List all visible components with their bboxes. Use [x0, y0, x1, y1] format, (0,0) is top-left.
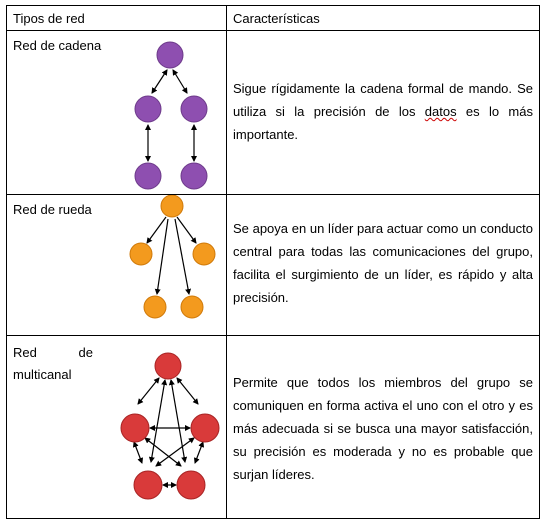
- chain-nodes: [134, 41, 208, 190]
- multichannel-network-diagram: [120, 352, 220, 500]
- multichannel-label-word2: de: [78, 345, 93, 360]
- edge-top-botleft: [148, 379, 168, 463]
- chain-description: Sigue rígidamente la cadena formal de ma…: [233, 81, 533, 142]
- multichannel-node-bottom-right: [176, 470, 206, 500]
- edge-top-right: [172, 69, 188, 94]
- edge-top-left: [151, 69, 168, 94]
- multichannel-label-word3: multicanal: [13, 367, 72, 382]
- multichannel-node-mid-right: [190, 413, 220, 443]
- edge-hub-right: [176, 216, 197, 244]
- header-types: Tipos de red: [6, 5, 227, 31]
- chain-type-cell: Red de cadena: [6, 30, 227, 195]
- multichannel-type-cell: Red de multicanal: [6, 335, 227, 519]
- multichannel-edges: [132, 377, 205, 488]
- edge-top-midright: [176, 377, 199, 405]
- chain-type-label: Red de cadena: [13, 38, 102, 53]
- multichannel-label-word1: Red: [13, 345, 37, 360]
- wheel-nodes: [129, 195, 216, 319]
- edge-midright-botleft: [155, 437, 195, 467]
- multichannel-description: Permite que todos los miembros del grupo…: [233, 375, 533, 482]
- multichannel-type-label: Red de multicanal: [13, 342, 93, 386]
- table-row-chain: Red de cadena: [6, 30, 540, 195]
- multichannel-node-top: [154, 352, 182, 380]
- wheel-edges: [146, 216, 197, 295]
- wheel-node-bottom-left: [143, 295, 167, 319]
- wheel-node-left: [129, 242, 153, 266]
- chain-edges: [145, 69, 197, 162]
- edge-hub-bottom-left: [154, 218, 169, 295]
- wheel-type-label: Red de rueda: [13, 202, 92, 217]
- wheel-node-right: [192, 242, 216, 266]
- wheel-description: Se apoya en un líder para actuar como un…: [233, 221, 533, 305]
- edge-midright-botright: [193, 441, 205, 464]
- edge-hub-bottom-right: [174, 218, 192, 295]
- chain-network-diagram: [134, 41, 208, 190]
- chain-node-mid-right: [180, 95, 208, 123]
- chain-node-bottom-right: [180, 162, 208, 190]
- table-row-wheel: Red de rueda Se apoya en un líder p: [6, 194, 540, 336]
- header-features-label: Características: [233, 11, 320, 26]
- edge-top-midleft: [137, 377, 160, 405]
- edge-midleft-botleft: [132, 441, 144, 464]
- chain-description-cell: Sigue rígidamente la cadena formal de ma…: [226, 30, 540, 195]
- multichannel-node-bottom-left: [133, 470, 163, 500]
- header-types-label: Tipos de red: [13, 11, 85, 26]
- wheel-node-hub: [160, 195, 184, 218]
- multichannel-nodes: [120, 352, 220, 500]
- chain-node-bottom-left: [134, 162, 162, 190]
- multichannel-description-cell: Permite que todos los miembros del grupo…: [226, 335, 540, 519]
- table-row-multichannel: Red de multicanal: [6, 335, 540, 519]
- table-header-row: Tipos de red Características: [6, 5, 540, 31]
- edge-hub-left: [146, 216, 167, 244]
- wheel-network-diagram: [129, 195, 216, 319]
- header-features: Características: [226, 5, 540, 31]
- chain-node-mid-left: [134, 95, 162, 123]
- wheel-description-cell: Se apoya en un líder para actuar como un…: [226, 194, 540, 336]
- network-types-table: Tipos de red Características Red de cade…: [6, 5, 540, 519]
- chain-node-top: [156, 41, 184, 69]
- wheel-type-cell: Red de rueda: [6, 194, 227, 336]
- multichannel-node-mid-left: [120, 413, 150, 443]
- wheel-node-bottom-right: [180, 295, 204, 319]
